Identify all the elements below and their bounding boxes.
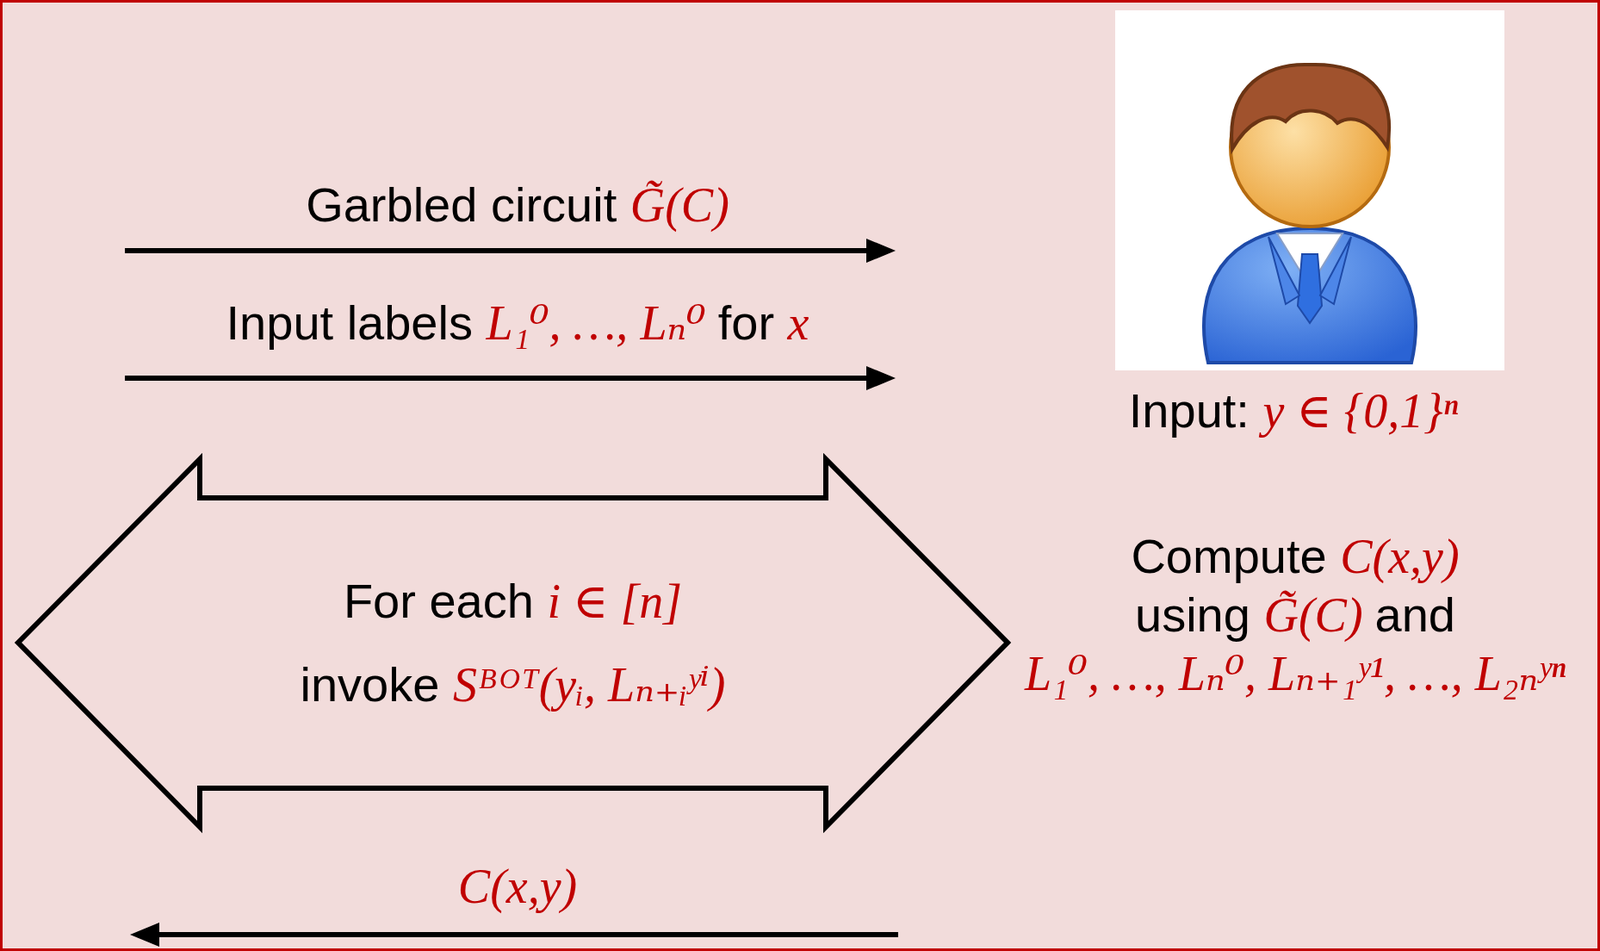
text-run: …, [1111, 646, 1179, 701]
text-run: Input: [1128, 383, 1264, 438]
arrow-head [866, 238, 896, 263]
message-label: Input labels L₁⁰, …, Lₙ⁰ for x [226, 293, 810, 353]
text-run: Lₙ₊₁ʸ¹, [1268, 646, 1408, 701]
text-run: L₁⁰, [1024, 646, 1112, 701]
message-arrow [124, 375, 873, 381]
text-run: ∈ [1296, 384, 1344, 438]
double-arrow-shape: For each i ∈ [n] invoke Sᴮᴼᵀ(yᵢ, Lₙ₊ᵢʸⁱ) [18, 458, 1008, 827]
message-arrow [153, 931, 899, 937]
text-run: Lₙ⁰ [639, 296, 718, 350]
text-run: circuit [490, 177, 631, 232]
text-run: L₂ₙʸⁿ [1475, 646, 1566, 701]
text-run: For [343, 573, 430, 628]
text-run: G̃(C) [1263, 588, 1375, 642]
text-run: y [1262, 384, 1297, 438]
text-run: …, [1407, 646, 1476, 701]
text-run: C(x,y) [1339, 529, 1459, 583]
text-run: C(x,y) [458, 859, 577, 913]
text-run: and [1375, 587, 1456, 642]
text-run: [n] [620, 574, 683, 628]
text-run: Sᴮᴼᵀ(yᵢ, [452, 657, 608, 712]
text-run: i [546, 574, 573, 628]
text-run: labels [347, 295, 487, 350]
text-run: Lₙ⁰, [1178, 646, 1269, 701]
double-arrow-path [18, 458, 1008, 827]
message-arrow [124, 248, 873, 254]
text-run: for [718, 295, 788, 350]
text-run: Compute [1130, 528, 1340, 583]
compute-note: Compute C(x,y) using G̃(C) and L₁⁰, …, L… [1024, 527, 1566, 704]
text-run: Input [226, 295, 348, 350]
input-label: Input: y ∈ {0,1}ⁿ [1128, 381, 1458, 441]
message-label: Garbled circuit G̃(C) [305, 175, 730, 235]
text-run: …, [573, 296, 641, 350]
text-run: each [428, 573, 547, 628]
message-label: C(x,y) [458, 856, 577, 916]
text-run: G̃(C) [630, 178, 730, 232]
arrow-head [866, 365, 896, 391]
text-run: ∈ [572, 574, 621, 628]
node-text: For each i ∈ [n] invoke Sᴮᴼᵀ(yᵢ, Lₙ₊ᵢʸⁱ) [300, 559, 726, 726]
person-icon [1115, 10, 1505, 371]
text-run: invoke [300, 657, 453, 712]
text-run: L₁⁰, [486, 296, 574, 350]
text-run: x [787, 296, 810, 350]
text-run: Garbled [305, 177, 491, 232]
text-run: Lₙ₊ᵢʸⁱ) [607, 657, 726, 712]
arrow-head [130, 922, 160, 947]
text-run: {0,1}ⁿ [1344, 384, 1458, 438]
text-run: using [1134, 587, 1264, 642]
double-arrow-outline [18, 458, 1008, 827]
